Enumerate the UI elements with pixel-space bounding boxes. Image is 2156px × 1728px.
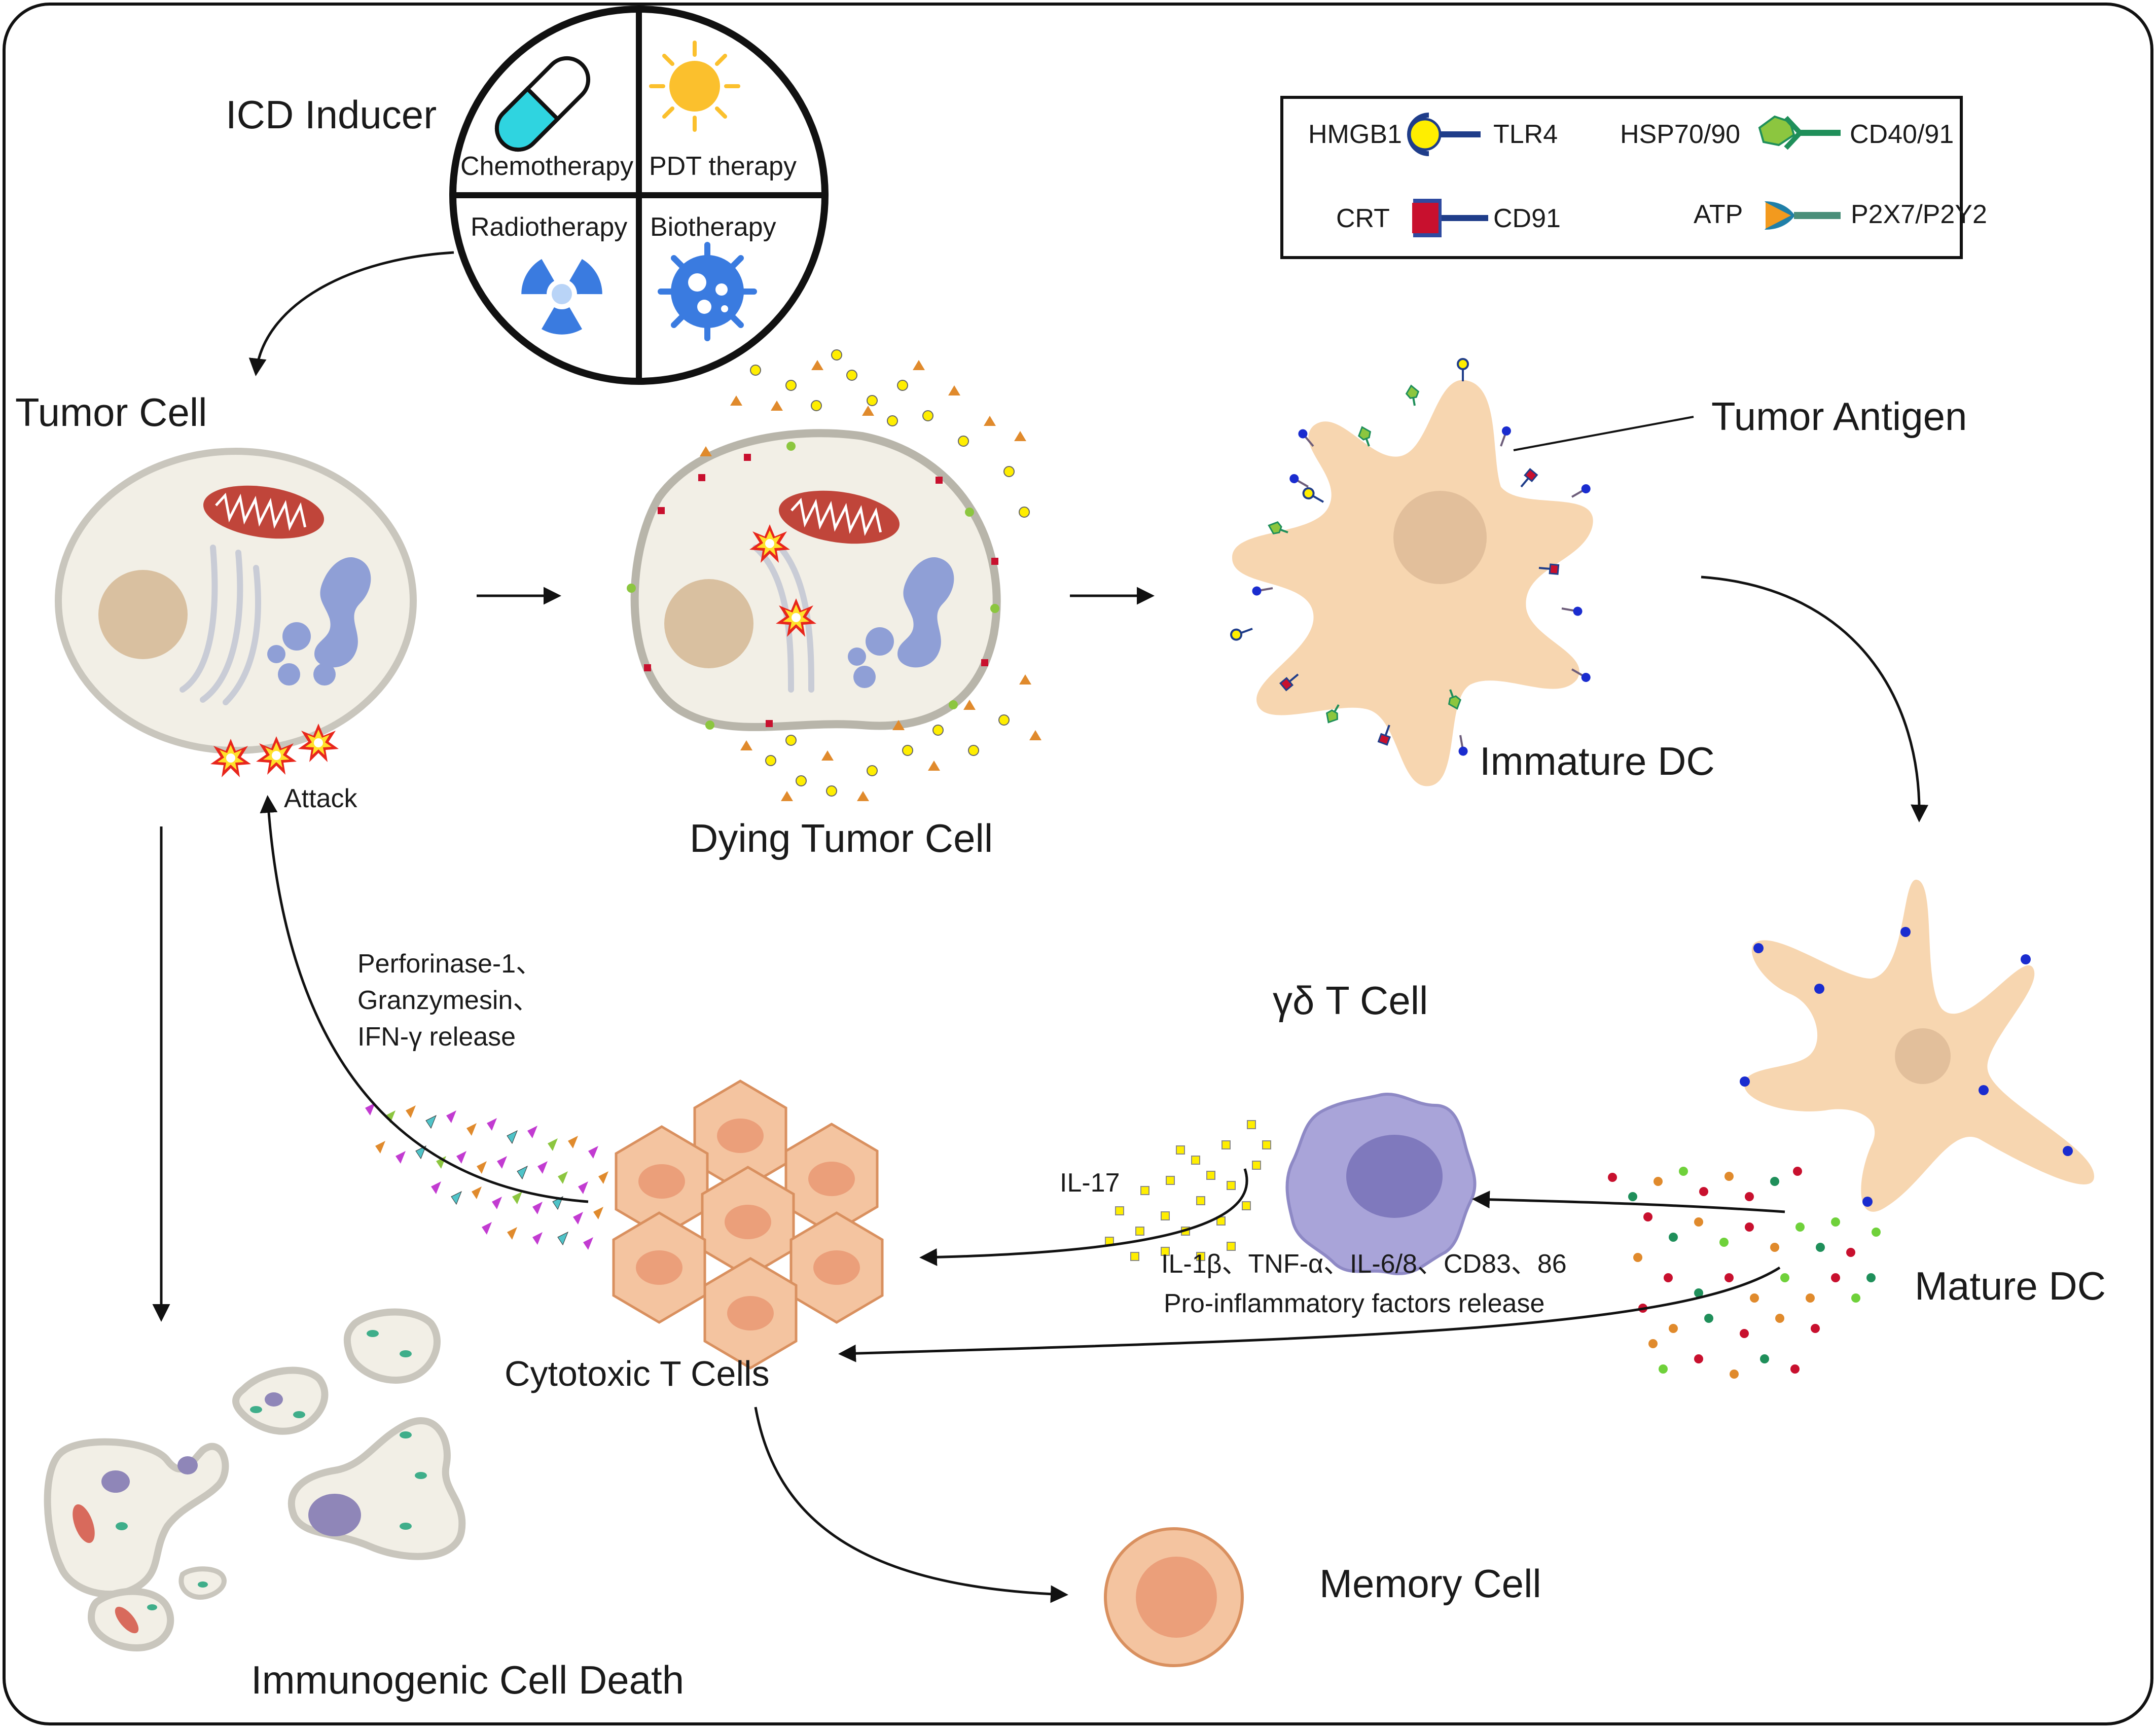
arrow-inducer-to-tumor (248, 251, 454, 376)
immature-dc-title: Immature DC (1480, 739, 1715, 783)
hmgb1-tlr4-icon (1407, 113, 1481, 156)
attack-label: Attack (284, 784, 357, 813)
legend-hsp-label: HSP70/90 (1620, 120, 1740, 149)
nucleus (1895, 1028, 1951, 1084)
arrow-ctl-to-memory (754, 1407, 1068, 1603)
dying-tumor-cell-title: Dying Tumor Cell (690, 816, 993, 860)
mitochondrion (203, 485, 325, 539)
pill-icon (494, 56, 591, 152)
hsp-cd40-icon (1758, 115, 1841, 150)
gd-t-cell-title: γδ T Cell (1273, 978, 1428, 1023)
crt-cd91-icon (1412, 199, 1488, 237)
ctl-release-line1: Perforinase-1、 (357, 949, 542, 979)
icd-inducer-title: ICD Inducer (226, 92, 437, 137)
legend-crt-label: CRT (1336, 204, 1390, 233)
arrow-ctl-to-tumor (260, 795, 589, 1203)
dc-release-line1: IL-1β、TNF-α、IL-6/8、CD83、86 (1161, 1249, 1567, 1279)
gd-t-cell (1285, 1093, 1477, 1275)
arrow-gd-to-ctl (919, 1168, 1248, 1266)
endoplasmic-reticulum (179, 545, 261, 705)
memory-cell (1104, 1527, 1244, 1667)
membrane-markers (627, 442, 999, 730)
nucleus (177, 1456, 198, 1474)
arrow-idc-to-mdc (1701, 575, 1929, 822)
cytotoxic-t-cells-title: Cytotoxic T Cells (505, 1354, 770, 1393)
icd-inducer-wheel: Chemotherapy PDT therapy Radiotherapy Bi… (449, 6, 829, 385)
legend-p2x7-label: P2X7/P2Y2 (1851, 200, 1987, 229)
quadrant-biotherapy: Biotherapy (650, 212, 776, 242)
il17-particles (1105, 1120, 1271, 1261)
figure-frame (3, 3, 2153, 1725)
legend: HMGB1 TLR4 HSP70/90 CD40/91 CRT CD91 ATP… (1280, 96, 1987, 259)
ctl-release-line2: Granzymesin、 (357, 986, 539, 1015)
nucleus (101, 1470, 130, 1493)
cytokine-particles (1608, 1167, 1881, 1379)
radiation-icon (521, 259, 602, 335)
tumor-cell-title: Tumor Cell (15, 390, 207, 435)
dc-release-line2: Pro-inflammatory factors release (1164, 1289, 1544, 1318)
memory-cell-title: Memory Cell (1319, 1561, 1541, 1606)
tumor-cell (55, 448, 417, 754)
legend-cd40-label: CD40/91 (1850, 120, 1954, 149)
nucleus (664, 579, 753, 668)
quadrant-radiotherapy: Radiotherapy (471, 212, 627, 242)
legend-hmgb1-label: HMGB1 (1308, 120, 1402, 149)
mature-dc-title: Mature DC (1915, 1264, 2106, 1308)
virus-icon (658, 242, 757, 341)
ctl-release-line3: IFN-γ release (357, 1022, 516, 1052)
sun-icon (649, 41, 740, 132)
tumor-antigen-title: Tumor Antigen (1711, 394, 1967, 439)
quadrant-chemotherapy: Chemotherapy (460, 152, 633, 181)
tumor-antigen-pointer (1513, 416, 1694, 451)
nucleus (1393, 491, 1487, 584)
dead-cell-fragments (44, 1308, 466, 1652)
dying-tumor-cell (627, 349, 1041, 801)
nucleus (98, 570, 188, 659)
atp-p2x7-icon (1765, 201, 1841, 230)
mature-dc (1740, 879, 2094, 1212)
nucleus (1346, 1135, 1443, 1218)
mitochondrion (778, 490, 900, 544)
legend-tlr4-label: TLR4 (1493, 120, 1558, 149)
immature-dc (1229, 358, 1594, 786)
released-particles (700, 349, 1041, 801)
arrow-mdc-to-ctl (838, 1266, 1781, 1362)
legend-cd91-label: CD91 (1493, 204, 1561, 233)
icd-title: Immunogenic Cell Death (251, 1658, 684, 1702)
mdc-antigen-dots (1740, 927, 2073, 1207)
golgi (848, 557, 954, 688)
golgi (267, 557, 371, 686)
il17-label: IL-17 (1060, 1168, 1120, 1198)
legend-atp-label: ATP (1694, 200, 1743, 229)
arrow-mdc-to-gd (1472, 1191, 1785, 1213)
quadrant-pdt-therapy: PDT therapy (649, 152, 797, 181)
